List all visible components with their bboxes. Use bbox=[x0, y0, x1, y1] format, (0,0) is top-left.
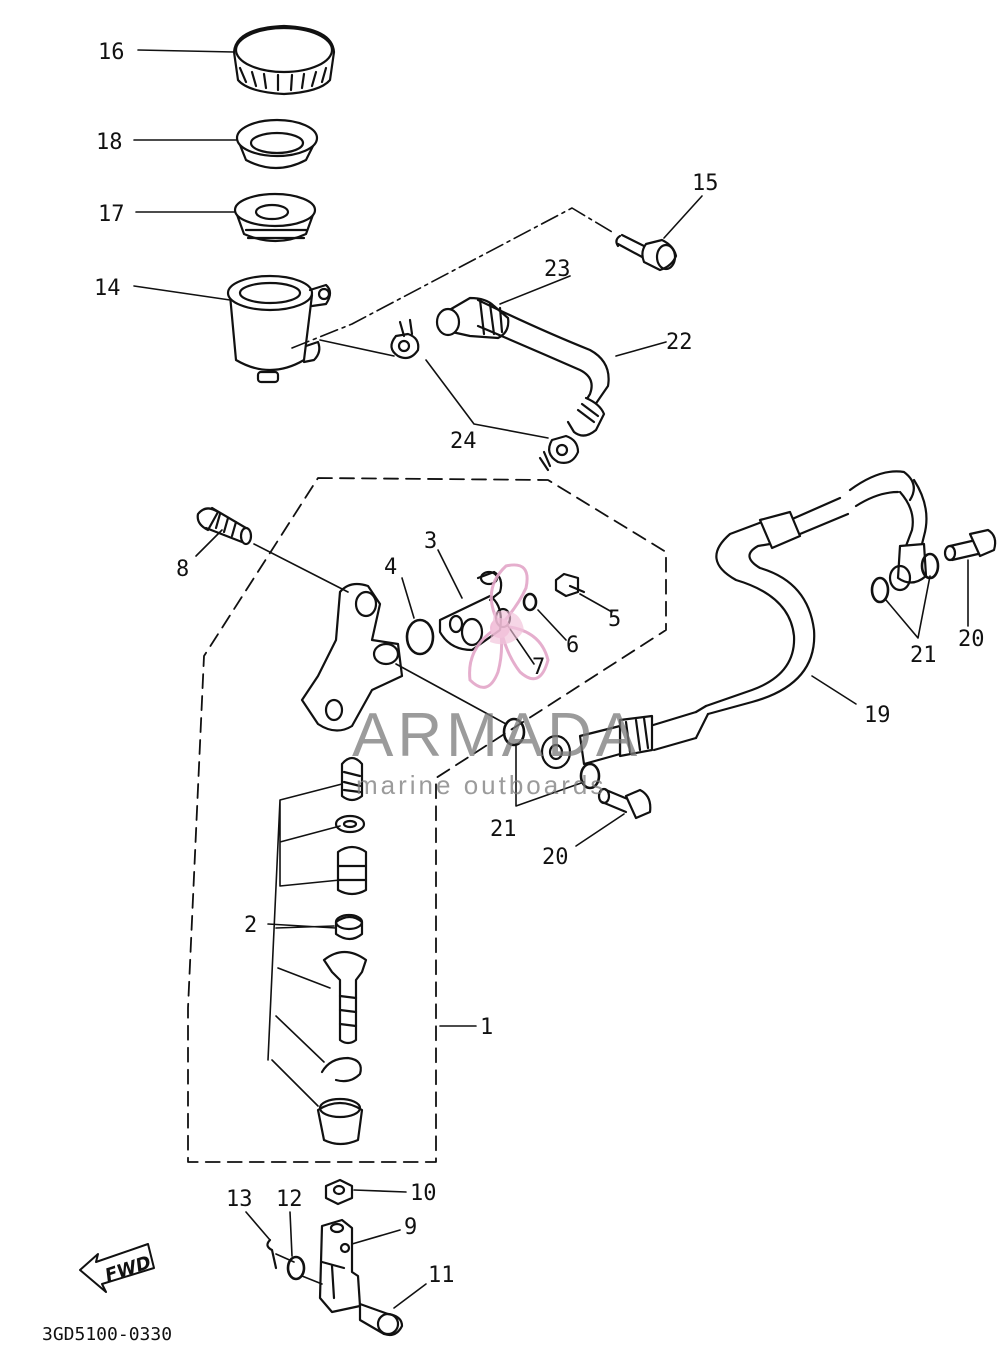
reference-line bbox=[885, 575, 931, 639]
part-21-washer bbox=[870, 576, 890, 604]
part-9-clevis bbox=[318, 1218, 362, 1314]
part-22-reservoir-hose bbox=[476, 298, 610, 422]
callout-19: 19 bbox=[864, 703, 891, 728]
callout-5: 5 bbox=[608, 607, 621, 632]
callout-7: 7 bbox=[532, 655, 545, 680]
callout-14: 14 bbox=[94, 276, 121, 301]
callout-20-lower: 20 bbox=[542, 845, 569, 870]
callout-24: 24 bbox=[450, 429, 477, 454]
part-18-diaphragm-holder bbox=[235, 118, 319, 170]
part-12-washer bbox=[286, 1255, 306, 1281]
callout-6: 6 bbox=[566, 633, 579, 658]
callout-9: 9 bbox=[404, 1215, 417, 1240]
reference-line bbox=[395, 663, 507, 725]
callout-17: 17 bbox=[98, 202, 125, 227]
reference-line bbox=[515, 745, 585, 807]
armada-watermark: ARMADA marine outboards bbox=[352, 563, 641, 800]
part-20-union-bolt bbox=[597, 787, 652, 820]
diagram-code: 3GD5100-0330 bbox=[42, 1324, 172, 1345]
part-15-screw bbox=[615, 233, 678, 272]
callout-leaders bbox=[133, 49, 857, 1309]
assembly-boundary-1 bbox=[187, 477, 667, 1163]
part-8-bolt bbox=[196, 506, 253, 546]
callout-21-upper: 21 bbox=[910, 643, 937, 668]
part-16-reservoir-cap bbox=[232, 24, 336, 96]
part-21-washer bbox=[579, 762, 601, 790]
part-24-hose-clip bbox=[538, 434, 580, 472]
reference-line bbox=[319, 339, 395, 357]
callout-12: 12 bbox=[276, 1187, 303, 1212]
master-cylinder-body bbox=[300, 582, 404, 732]
callout-10: 10 bbox=[410, 1181, 437, 1206]
part-4-o-ring bbox=[405, 618, 435, 656]
part-20-union-bolt bbox=[943, 528, 997, 562]
callout-21-lower: 21 bbox=[490, 817, 517, 842]
watermark-brand: ARMADA bbox=[352, 701, 641, 770]
part-11-pin bbox=[358, 1302, 404, 1337]
callout-11: 11 bbox=[428, 1263, 455, 1288]
hose-end-fitting bbox=[566, 396, 606, 437]
part-10-nut bbox=[324, 1178, 354, 1206]
part-2-piston-kit bbox=[316, 756, 368, 1146]
callout-20-upper: 20 bbox=[958, 627, 985, 652]
reference-line bbox=[275, 1253, 323, 1285]
part-24-hose-clip bbox=[390, 318, 420, 360]
reference-line bbox=[575, 813, 625, 847]
callout-13: 13 bbox=[226, 1187, 253, 1212]
callout-15: 15 bbox=[692, 171, 719, 196]
watermark-tagline: marine outboards bbox=[356, 770, 606, 800]
part-13-cotter-pin bbox=[266, 1238, 278, 1270]
callout-22: 22 bbox=[666, 330, 693, 355]
callout-8: 8 bbox=[176, 557, 189, 582]
part-6-washer bbox=[522, 592, 538, 612]
fwd-arrow bbox=[79, 1243, 155, 1293]
part-5-screw bbox=[554, 572, 586, 598]
propeller-logo-icon bbox=[468, 563, 550, 689]
callout-4: 4 bbox=[384, 555, 397, 580]
callout-labels: 16 18 17 14 15 23 22 24 3 4 8 5 6 7 21 2… bbox=[94, 40, 985, 1288]
part-14-reservoir bbox=[226, 274, 332, 384]
reference-line bbox=[253, 543, 349, 593]
callout-16: 16 bbox=[98, 40, 125, 65]
callout-23: 23 bbox=[544, 257, 571, 282]
part-23-hose-joint bbox=[435, 296, 510, 340]
part-17-diaphragm bbox=[233, 192, 317, 243]
part-19-brake-hose bbox=[540, 470, 928, 770]
reference-line bbox=[267, 783, 343, 1107]
callout-18: 18 bbox=[96, 130, 123, 155]
callout-3: 3 bbox=[424, 529, 437, 554]
callout-2: 2 bbox=[244, 913, 257, 938]
reference-line bbox=[291, 207, 613, 349]
callout-1: 1 bbox=[480, 1015, 493, 1040]
part-21-washer bbox=[502, 717, 526, 747]
